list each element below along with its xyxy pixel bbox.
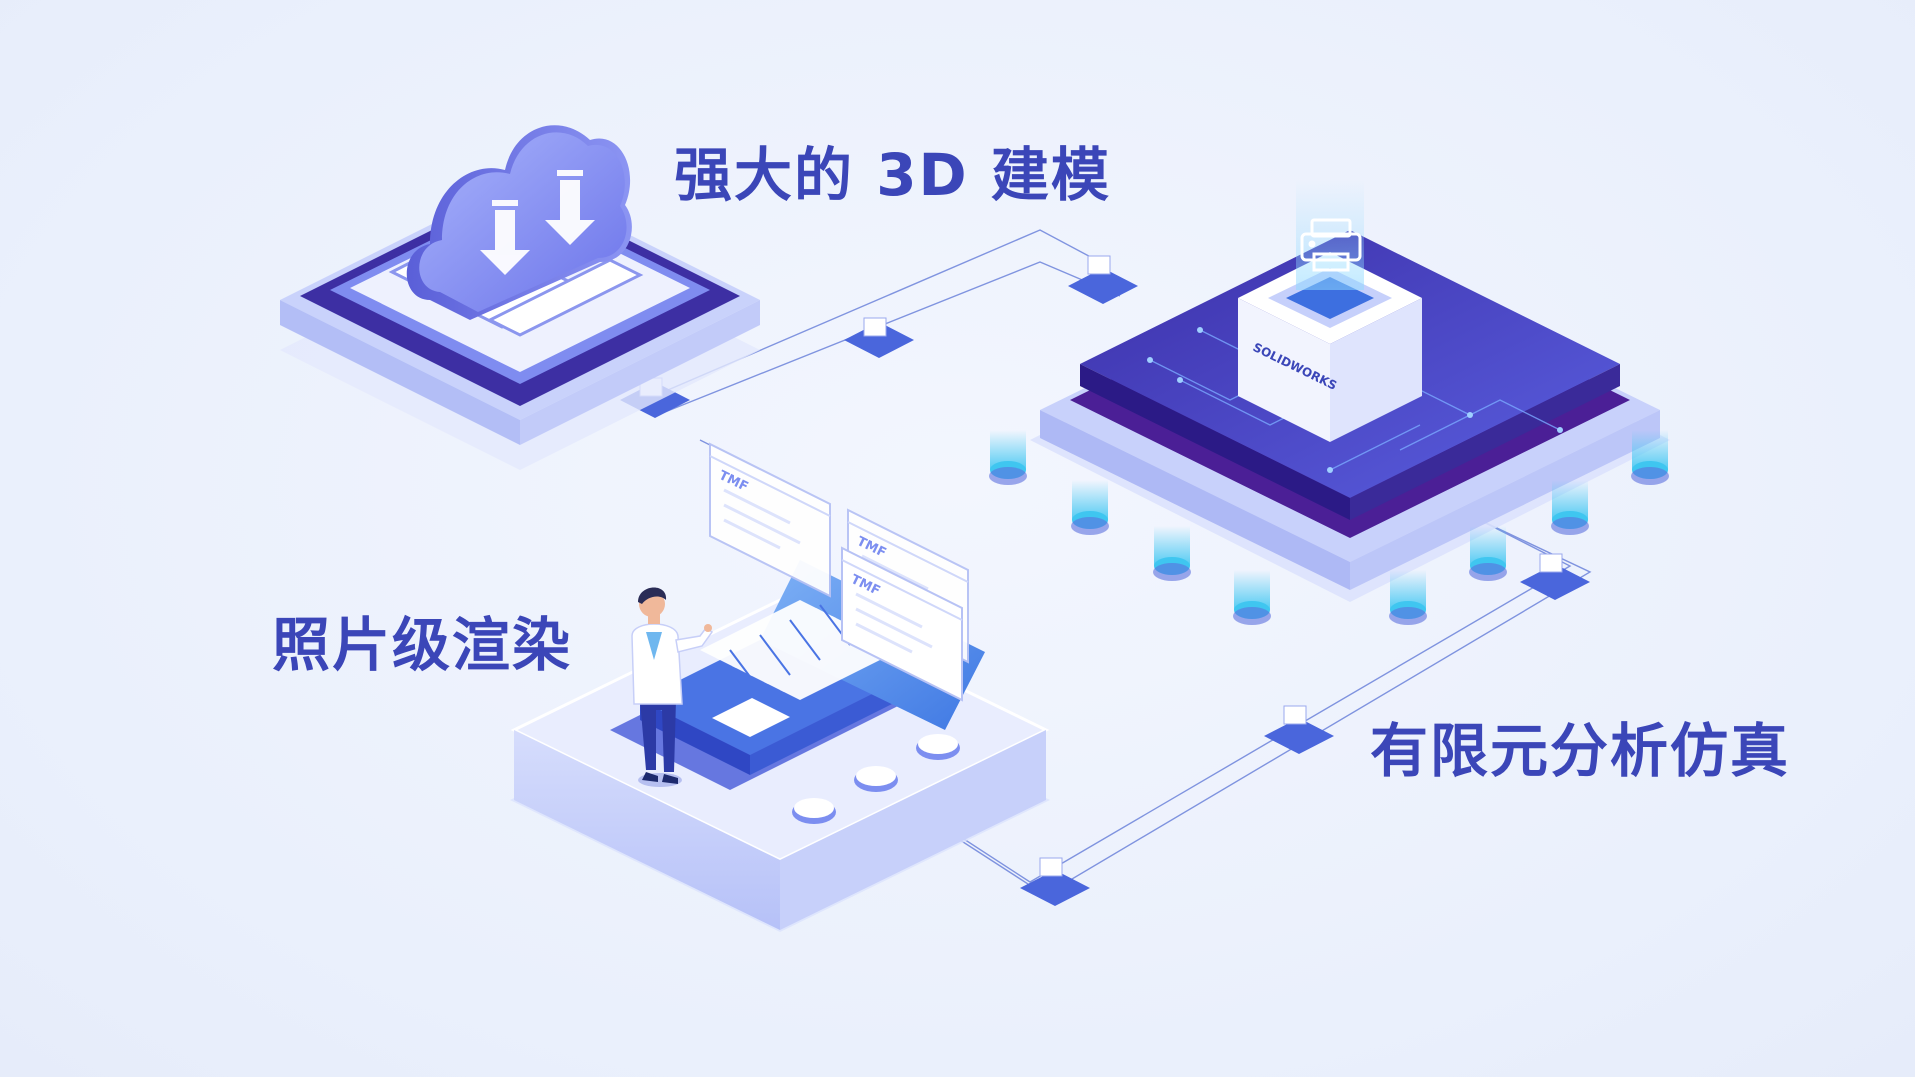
cloud-download-icon: [406, 125, 632, 320]
connector-node: [1068, 255, 1138, 304]
file-window-icon: [709, 442, 831, 598]
feature-label-photo-rendering: 照片级渲染: [272, 611, 573, 679]
feature-label-3d-modeling: 强大的 3D 建模: [674, 141, 1111, 209]
person-figure: [631, 587, 714, 787]
connector-node: [1020, 857, 1090, 906]
connector-node: [1520, 553, 1590, 600]
glow-pillars: [989, 430, 1669, 625]
connector-node: [1264, 705, 1334, 754]
feature-label-fea-simulation: 有限元分析仿真: [1370, 717, 1791, 785]
solidworks-box: [1238, 252, 1422, 442]
connector-node: [844, 317, 914, 358]
printer-icon: [1300, 218, 1362, 272]
platform-buttons: [792, 734, 960, 824]
file-window-icon: [841, 546, 963, 702]
